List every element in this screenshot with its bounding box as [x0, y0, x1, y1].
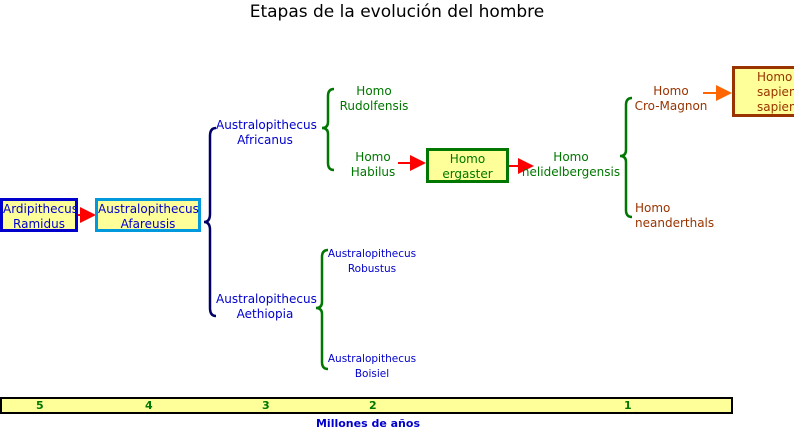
brace-rudolfensis-habilus	[321, 87, 335, 172]
node-australopithecus-boisiel: Australopithecus Boisiel	[326, 352, 418, 382]
node-ergaster-line2: ergaster	[442, 167, 493, 181]
node-australopithecus-africanus: Australopithecus Africanus	[216, 118, 317, 148]
node-neanderthals-line1: Homo	[635, 201, 671, 215]
node-cromagnon-line2: Cro-Magnon	[634, 99, 708, 113]
timeline-tick-5: 5	[36, 399, 44, 412]
diagram-title: Etapas de la evolución del hombre	[249, 2, 545, 22]
node-robustus-line1: Australopithecus	[327, 248, 417, 260]
timeline-bar: 5 4 3 2 1	[0, 397, 733, 414]
timeline-tick-4: 4	[145, 399, 153, 412]
node-afareusis-line2: Afareusis	[120, 217, 176, 231]
node-homo-neanderthals: Homo neanderthals	[635, 201, 725, 231]
node-ergaster-line1: Homo	[449, 152, 486, 166]
node-habilus-line2: Habilus	[350, 165, 396, 179]
node-aethiopia-line2: Aethiopia	[236, 307, 294, 321]
node-homo-cromagnon: Homo Cro-Magnon	[631, 84, 711, 114]
node-aethiopia-line1: Australopithecus	[216, 292, 317, 306]
timeline-tick-3: 3	[262, 399, 270, 412]
node-boisiel-line2: Boisiel	[354, 368, 390, 380]
timeline-tick-2: 2	[369, 399, 377, 412]
node-boisiel-line1: Australopithecus	[327, 353, 417, 365]
node-australopithecus-robustus: Australopithecus Robustus	[326, 247, 418, 277]
node-sapiens-line1: Homo	[757, 70, 793, 84]
node-habilus-line1: Homo	[355, 150, 391, 164]
node-cromagnon-line1: Homo	[653, 84, 689, 98]
brace-africanus-aethiopia	[203, 126, 217, 318]
node-rudolfensis-line1: Homo	[356, 84, 392, 98]
node-ardipithecus-line2: Ramidus	[13, 217, 65, 231]
node-homo-ergaster: Homo ergaster	[426, 148, 509, 183]
timeline-tick-1: 1	[624, 399, 632, 412]
node-homo-heidelbergensis: Homo helidelbergensis	[521, 150, 621, 180]
node-neanderthals-line2: neanderthals	[635, 216, 715, 230]
node-australopithecus-afareusis: Australopithecus Afareusis	[95, 198, 201, 232]
brace-cromagnon-neanderthals	[619, 96, 633, 219]
node-rudolfensis-line2: Rudolfensis	[339, 99, 409, 113]
node-ardipithecus-ramidus: Ardipithecus Ramidus	[0, 198, 78, 232]
node-afareusis-line1: Australopithecus	[98, 202, 199, 216]
node-robustus-line2: Robustus	[347, 263, 397, 275]
brace-robustus-boisiel	[315, 248, 329, 371]
node-ardipithecus-line1: Ardipithecus	[3, 202, 78, 216]
node-homo-rudolfensis: Homo Rudolfensis	[334, 84, 414, 114]
timeline-label: Millones de años	[315, 417, 420, 430]
node-heidelbergensis-line1: Homo	[553, 150, 589, 164]
node-africanus-line1: Australopithecus	[216, 118, 317, 132]
node-africanus-line2: Africanus	[237, 133, 293, 147]
node-australopithecus-aethiopia: Australopithecus Aethiopia	[216, 292, 317, 322]
node-heidelbergensis-line2: helidelbergensis	[521, 165, 621, 179]
node-homo-habilus: Homo Habilus	[344, 150, 402, 180]
